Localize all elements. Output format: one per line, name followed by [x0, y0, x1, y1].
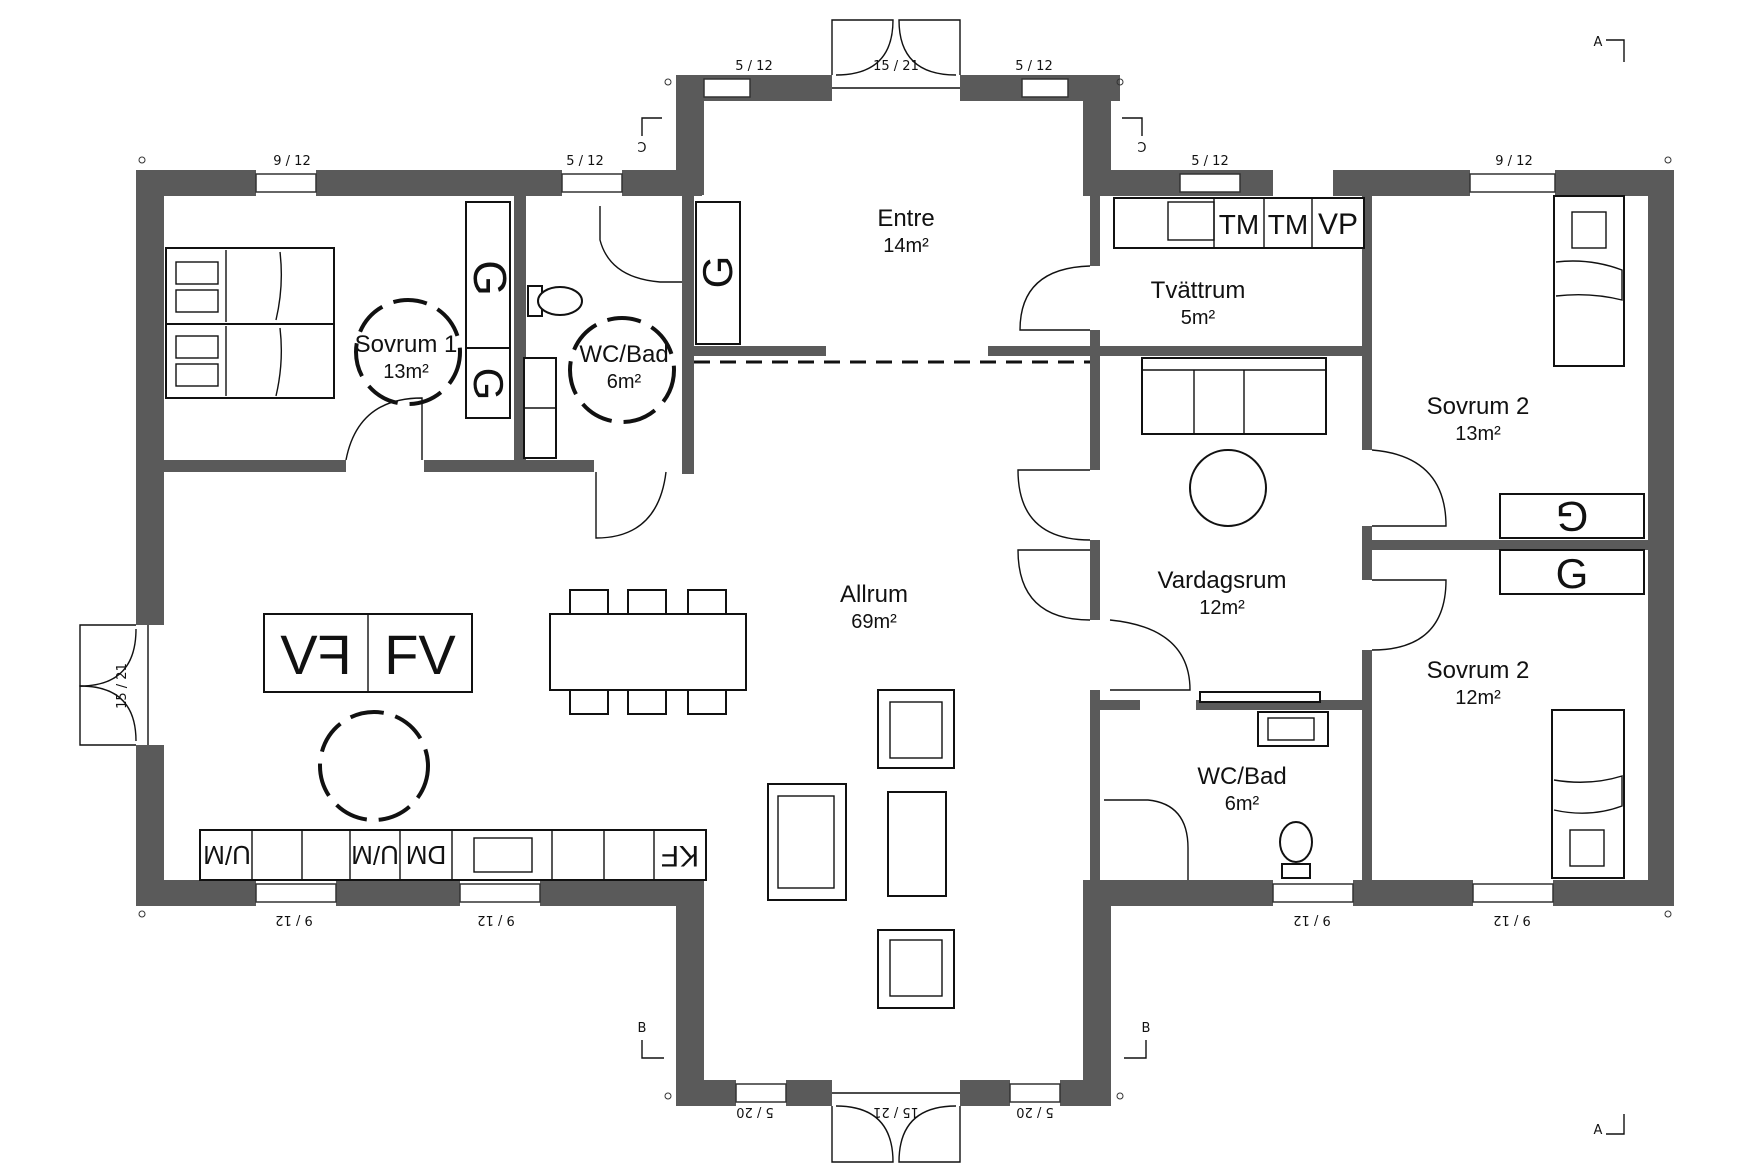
dryer-label: TM: [1219, 209, 1259, 240]
room-name-entre: Entre: [877, 205, 934, 232]
room-area-allrum: 69m²: [851, 611, 897, 633]
doors: [79, 19, 1447, 1163]
room-area-sovrum2a: 13m²: [1455, 423, 1501, 445]
section-mark-a-bottom: A: [1594, 1123, 1603, 1138]
dim-top-right-window: 9 / 12: [1495, 154, 1532, 169]
dim-top-sovrum1-window: 5 / 12: [566, 154, 603, 169]
section-marks: A A B B C C: [637, 35, 1625, 1138]
section-mark-c-left: C: [637, 138, 646, 153]
fridge-freezer-label: KF: [661, 839, 699, 872]
dim-bottom-right-2: 9 / 12: [1493, 912, 1530, 927]
dim-bottom-entry-door: 15 / 21: [873, 1104, 919, 1119]
room-area-sovrum2b: 12m²: [1455, 687, 1501, 709]
dimension-labels: 9 / 12 5 / 12 5 / 12 15 / 21 5 / 12 5 / …: [115, 59, 1533, 1119]
dim-top-entry-left: 5 / 12: [735, 59, 772, 74]
room-name-tvattrum: Tvättrum: [1151, 277, 1246, 304]
interior-walls: [164, 196, 1648, 880]
wardrobe-label-3: G: [694, 256, 741, 289]
dim-left-door: 15 / 21: [115, 663, 130, 709]
dishwasher-label: DM: [406, 840, 446, 870]
dim-top-left-window: 9 / 12: [273, 154, 310, 169]
room-name-wcbad1: WC/Bad: [579, 341, 668, 368]
room-name-wcbad2: WC/Bad: [1197, 763, 1286, 790]
room-name-sovrum2b: Sovrum 2: [1427, 657, 1530, 684]
section-mark-c-right: C: [1137, 138, 1146, 153]
room-area-tvattrum: 5m²: [1181, 307, 1216, 329]
fixture-labels: G G G TM TM VP G G FV FV U/M U/M DM KF: [203, 208, 1588, 872]
freezer-fridge-label: FV: [384, 623, 456, 686]
furniture: [165, 195, 1645, 1009]
room-area-wcbad1: 6m²: [607, 371, 642, 393]
dim-bottom-left-1: 9 / 12: [275, 912, 312, 927]
section-mark-b-right: B: [1142, 1021, 1151, 1036]
section-mark-b-left: B: [638, 1021, 647, 1036]
room-name-allrum: Allrum: [840, 581, 908, 608]
wardrobe-label-4: G: [1556, 493, 1589, 540]
heat-pump-label: VP: [1318, 208, 1358, 241]
dim-bottom-right-1: 9 / 12: [1293, 912, 1330, 927]
room-area-entre: 14m²: [883, 235, 929, 257]
room-area-vardagsrum: 12m²: [1199, 597, 1245, 619]
dim-top-entry-door: 15 / 21: [873, 59, 919, 74]
wardrobe-label-1: G: [464, 260, 516, 296]
room-area-sovrum1: 13m²: [383, 361, 429, 383]
cabinet-label-1: U/M: [203, 840, 251, 870]
room-name-sovrum1: Sovrum 1: [355, 331, 458, 358]
dim-bottom-entry-right: 5 / 20: [1016, 1104, 1053, 1119]
dim-bottom-entry-left: 5 / 20: [736, 1104, 773, 1119]
section-mark-a-top: A: [1594, 35, 1603, 50]
cabinet-label-2: U/M: [351, 840, 399, 870]
room-area-wcbad2: 6m²: [1225, 793, 1260, 815]
windows: [255, 78, 1556, 1103]
dim-bottom-left-2: 9 / 12: [477, 912, 514, 927]
room-labels: Entre 14m² Sovrum 1 13m² WC/Bad 6m² Tvät…: [355, 205, 1530, 815]
room-name-vardagsrum: Vardagsrum: [1158, 567, 1287, 594]
exterior-walls: [136, 75, 1674, 1106]
room-name-sovrum2a: Sovrum 2: [1427, 393, 1530, 420]
freezer-label-mirrored: FV: [280, 623, 352, 686]
corner-markers: [138, 78, 1672, 1100]
wardrobe-label-5: G: [1556, 550, 1589, 597]
dim-top-tvatt-window: 5 / 12: [1191, 154, 1228, 169]
washer-label: TM: [1268, 209, 1308, 240]
wardrobe-label-2: G: [465, 368, 512, 401]
dim-top-entry-right: 5 / 12: [1015, 59, 1052, 74]
